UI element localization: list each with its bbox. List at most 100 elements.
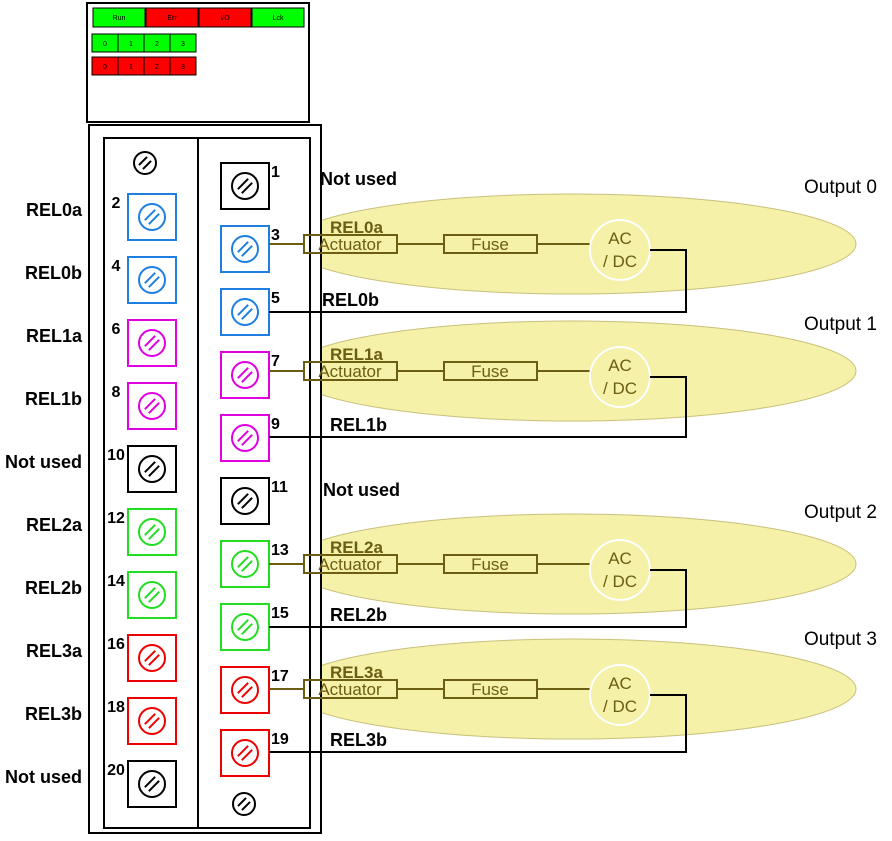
status-led-label: I/O bbox=[220, 15, 230, 22]
screw-icon bbox=[138, 770, 166, 798]
return-wire bbox=[269, 569, 687, 628]
screw-icon bbox=[231, 487, 259, 515]
left-terminal-number: 12 bbox=[107, 510, 125, 527]
output-name-label: Output 3 bbox=[804, 629, 877, 650]
screw-icon bbox=[231, 739, 259, 767]
screw-icon bbox=[138, 203, 166, 231]
actuator-label: Actuator bbox=[318, 235, 382, 254]
right-terminal-number: 13 bbox=[271, 542, 289, 559]
left-terminal-number: 18 bbox=[107, 699, 125, 716]
source-label-line2: / DC bbox=[603, 572, 637, 591]
rel-a-label: REL2a bbox=[330, 538, 383, 557]
right-terminal-number: 1 bbox=[271, 164, 280, 181]
right-terminal-number: 9 bbox=[271, 416, 280, 433]
not-used-label-1: Not used bbox=[320, 169, 397, 189]
left-terminal-label: REL3a bbox=[26, 641, 83, 661]
rel-a-label: REL1a bbox=[330, 345, 383, 364]
right-terminal-number: 11 bbox=[271, 479, 288, 496]
source-label-line1: AC bbox=[608, 356, 632, 375]
right-terminal-number: 15 bbox=[271, 605, 289, 622]
right-terminal-number: 7 bbox=[271, 353, 280, 370]
output-name-label: Output 0 bbox=[804, 177, 877, 198]
screw-icon bbox=[138, 707, 166, 735]
left-terminal-number: 2 bbox=[112, 195, 121, 212]
top-screw bbox=[133, 151, 157, 175]
status-led-label: Run bbox=[113, 15, 126, 22]
status-led-lck bbox=[251, 7, 305, 28]
screw-icon bbox=[231, 235, 259, 263]
channel-led bbox=[169, 56, 197, 76]
right-terminal-number: 5 bbox=[271, 290, 280, 307]
screw-icon bbox=[138, 518, 166, 546]
rel-a-label: REL0a bbox=[330, 218, 383, 237]
return-wire bbox=[269, 694, 687, 753]
source-label-line2: / DC bbox=[603, 379, 637, 398]
status-led-label: Lck bbox=[273, 15, 284, 22]
status-led-io bbox=[198, 7, 252, 28]
channel-led-label: 2 bbox=[155, 64, 159, 71]
rel-b-label: REL1b bbox=[330, 415, 387, 435]
screw-icon bbox=[231, 676, 259, 704]
left-terminal-label: REL0a bbox=[26, 200, 83, 220]
left-terminal-number: 4 bbox=[112, 258, 121, 275]
screw-icon bbox=[138, 266, 166, 294]
channel-led-label: 2 bbox=[155, 41, 159, 48]
screw-icon bbox=[231, 298, 259, 326]
channel-led-label: 0 bbox=[103, 41, 107, 48]
output-name-label: Output 1 bbox=[804, 314, 877, 335]
left-terminal-number: 20 bbox=[107, 762, 125, 779]
source-label-line2: / DC bbox=[603, 697, 637, 716]
rel-b-label: REL0b bbox=[322, 290, 379, 310]
rel-a-label: REL3a bbox=[330, 663, 383, 682]
left-terminal-label: REL0b bbox=[25, 263, 82, 283]
left-terminal-label: Not used bbox=[5, 452, 82, 472]
actuator-label: Actuator bbox=[318, 680, 382, 699]
left-terminal-number: 10 bbox=[107, 447, 125, 464]
return-wire bbox=[269, 376, 687, 438]
screw-icon bbox=[138, 581, 166, 609]
screw-icon bbox=[138, 644, 166, 672]
screw-icon bbox=[231, 613, 259, 641]
left-terminal-label: Not used bbox=[5, 767, 82, 787]
screw-icon bbox=[231, 172, 259, 200]
left-terminal-label: REL2b bbox=[25, 578, 82, 598]
actuator-label: Actuator bbox=[318, 555, 382, 574]
fuse-label: Fuse bbox=[471, 555, 509, 574]
source-label-line1: AC bbox=[608, 229, 632, 248]
status-led-err bbox=[145, 7, 199, 28]
status-led-label: Err bbox=[167, 15, 177, 22]
actuator-label: Actuator bbox=[318, 362, 382, 381]
channel-led-label: 1 bbox=[129, 41, 133, 48]
left-terminal-2 bbox=[127, 193, 177, 241]
output-ellipses bbox=[287, 193, 857, 740]
channel-led-label: 3 bbox=[181, 41, 185, 48]
left-terminal-label: REL1a bbox=[26, 326, 83, 346]
return-wire bbox=[269, 249, 687, 313]
screw-icon bbox=[138, 329, 166, 357]
rel-b-label: REL3b bbox=[330, 730, 387, 750]
fuse-label: Fuse bbox=[471, 362, 509, 381]
source-label-line1: AC bbox=[608, 674, 632, 693]
status-led-run bbox=[92, 7, 146, 28]
fuse-label: Fuse bbox=[471, 235, 509, 254]
right-terminal-number: 3 bbox=[271, 227, 280, 244]
right-terminal-number: 19 bbox=[271, 731, 289, 748]
left-terminal-label: REL3b bbox=[25, 704, 82, 724]
screw-icon bbox=[138, 392, 166, 420]
left-terminal-label: REL2a bbox=[26, 515, 83, 535]
right-terminal-number: 17 bbox=[271, 668, 289, 685]
left-terminal-number: 16 bbox=[107, 636, 125, 653]
output-name-label: Output 2 bbox=[804, 502, 877, 523]
bottom-screw bbox=[232, 792, 256, 816]
screw-icon bbox=[231, 424, 259, 452]
channel-led-label: 3 bbox=[181, 64, 185, 71]
channel-led-label: 1 bbox=[129, 64, 133, 71]
source-label-line1: AC bbox=[608, 549, 632, 568]
